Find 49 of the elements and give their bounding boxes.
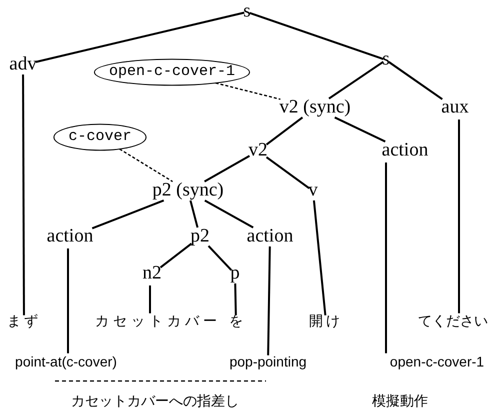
tree-label: s bbox=[382, 50, 390, 70]
action-label: open-c-cover-1 bbox=[390, 354, 484, 370]
branch-line bbox=[458, 119, 460, 314]
tree-label: v bbox=[308, 180, 318, 202]
word-label: まず bbox=[7, 314, 41, 330]
branch-line bbox=[92, 200, 164, 230]
action-label: pop-pointing bbox=[229, 354, 307, 370]
tree-label: v2 bbox=[248, 140, 268, 162]
ellipse-label: open-c-cover-1 bbox=[94, 58, 250, 86]
branch-line bbox=[22, 74, 25, 316]
tree-label: adv bbox=[9, 54, 37, 76]
tree-label: action bbox=[246, 226, 294, 248]
tree-label: aux bbox=[441, 98, 469, 118]
branch-line bbox=[190, 200, 198, 228]
action-label: point-at(c-cover) bbox=[15, 354, 117, 370]
word-label: てください bbox=[418, 314, 488, 330]
tree-label: s bbox=[243, 2, 251, 22]
word-label: 開け bbox=[309, 314, 343, 330]
tree-label: v2 (sync) bbox=[279, 98, 351, 118]
tree-label: p2 bbox=[190, 226, 210, 248]
tree-label: n2 bbox=[142, 264, 162, 284]
branch-line bbox=[388, 61, 443, 100]
branch-line bbox=[334, 116, 386, 142]
branch-line bbox=[328, 61, 384, 100]
tree-label: p2 (sync) bbox=[152, 180, 224, 202]
tree-label: p bbox=[230, 264, 240, 284]
branch-line bbox=[249, 12, 384, 60]
branch-line bbox=[267, 246, 271, 356]
ellipse-label: c-cover bbox=[54, 124, 146, 150]
branch-line bbox=[35, 12, 245, 63]
branch-line bbox=[234, 283, 237, 316]
word-label: を bbox=[229, 314, 243, 330]
dashed-line bbox=[215, 82, 281, 100]
branch-line bbox=[385, 162, 387, 354]
branch-line bbox=[204, 154, 250, 182]
branch-line bbox=[149, 285, 151, 314]
tree-label: action bbox=[46, 226, 94, 248]
caption-label: カセットカバーへの指差し bbox=[71, 394, 239, 410]
branch-line bbox=[266, 156, 310, 190]
branch-line bbox=[67, 248, 69, 354]
tree-label: action bbox=[382, 140, 428, 162]
branch-line bbox=[266, 116, 304, 146]
caption-label: 模擬動作 bbox=[372, 394, 428, 410]
word-label: カセットカバー bbox=[95, 314, 221, 330]
branch-line bbox=[204, 200, 254, 228]
branch-line bbox=[312, 200, 326, 316]
branch-line bbox=[208, 245, 232, 271]
branch-line bbox=[160, 242, 192, 268]
dashed-line bbox=[119, 148, 173, 182]
